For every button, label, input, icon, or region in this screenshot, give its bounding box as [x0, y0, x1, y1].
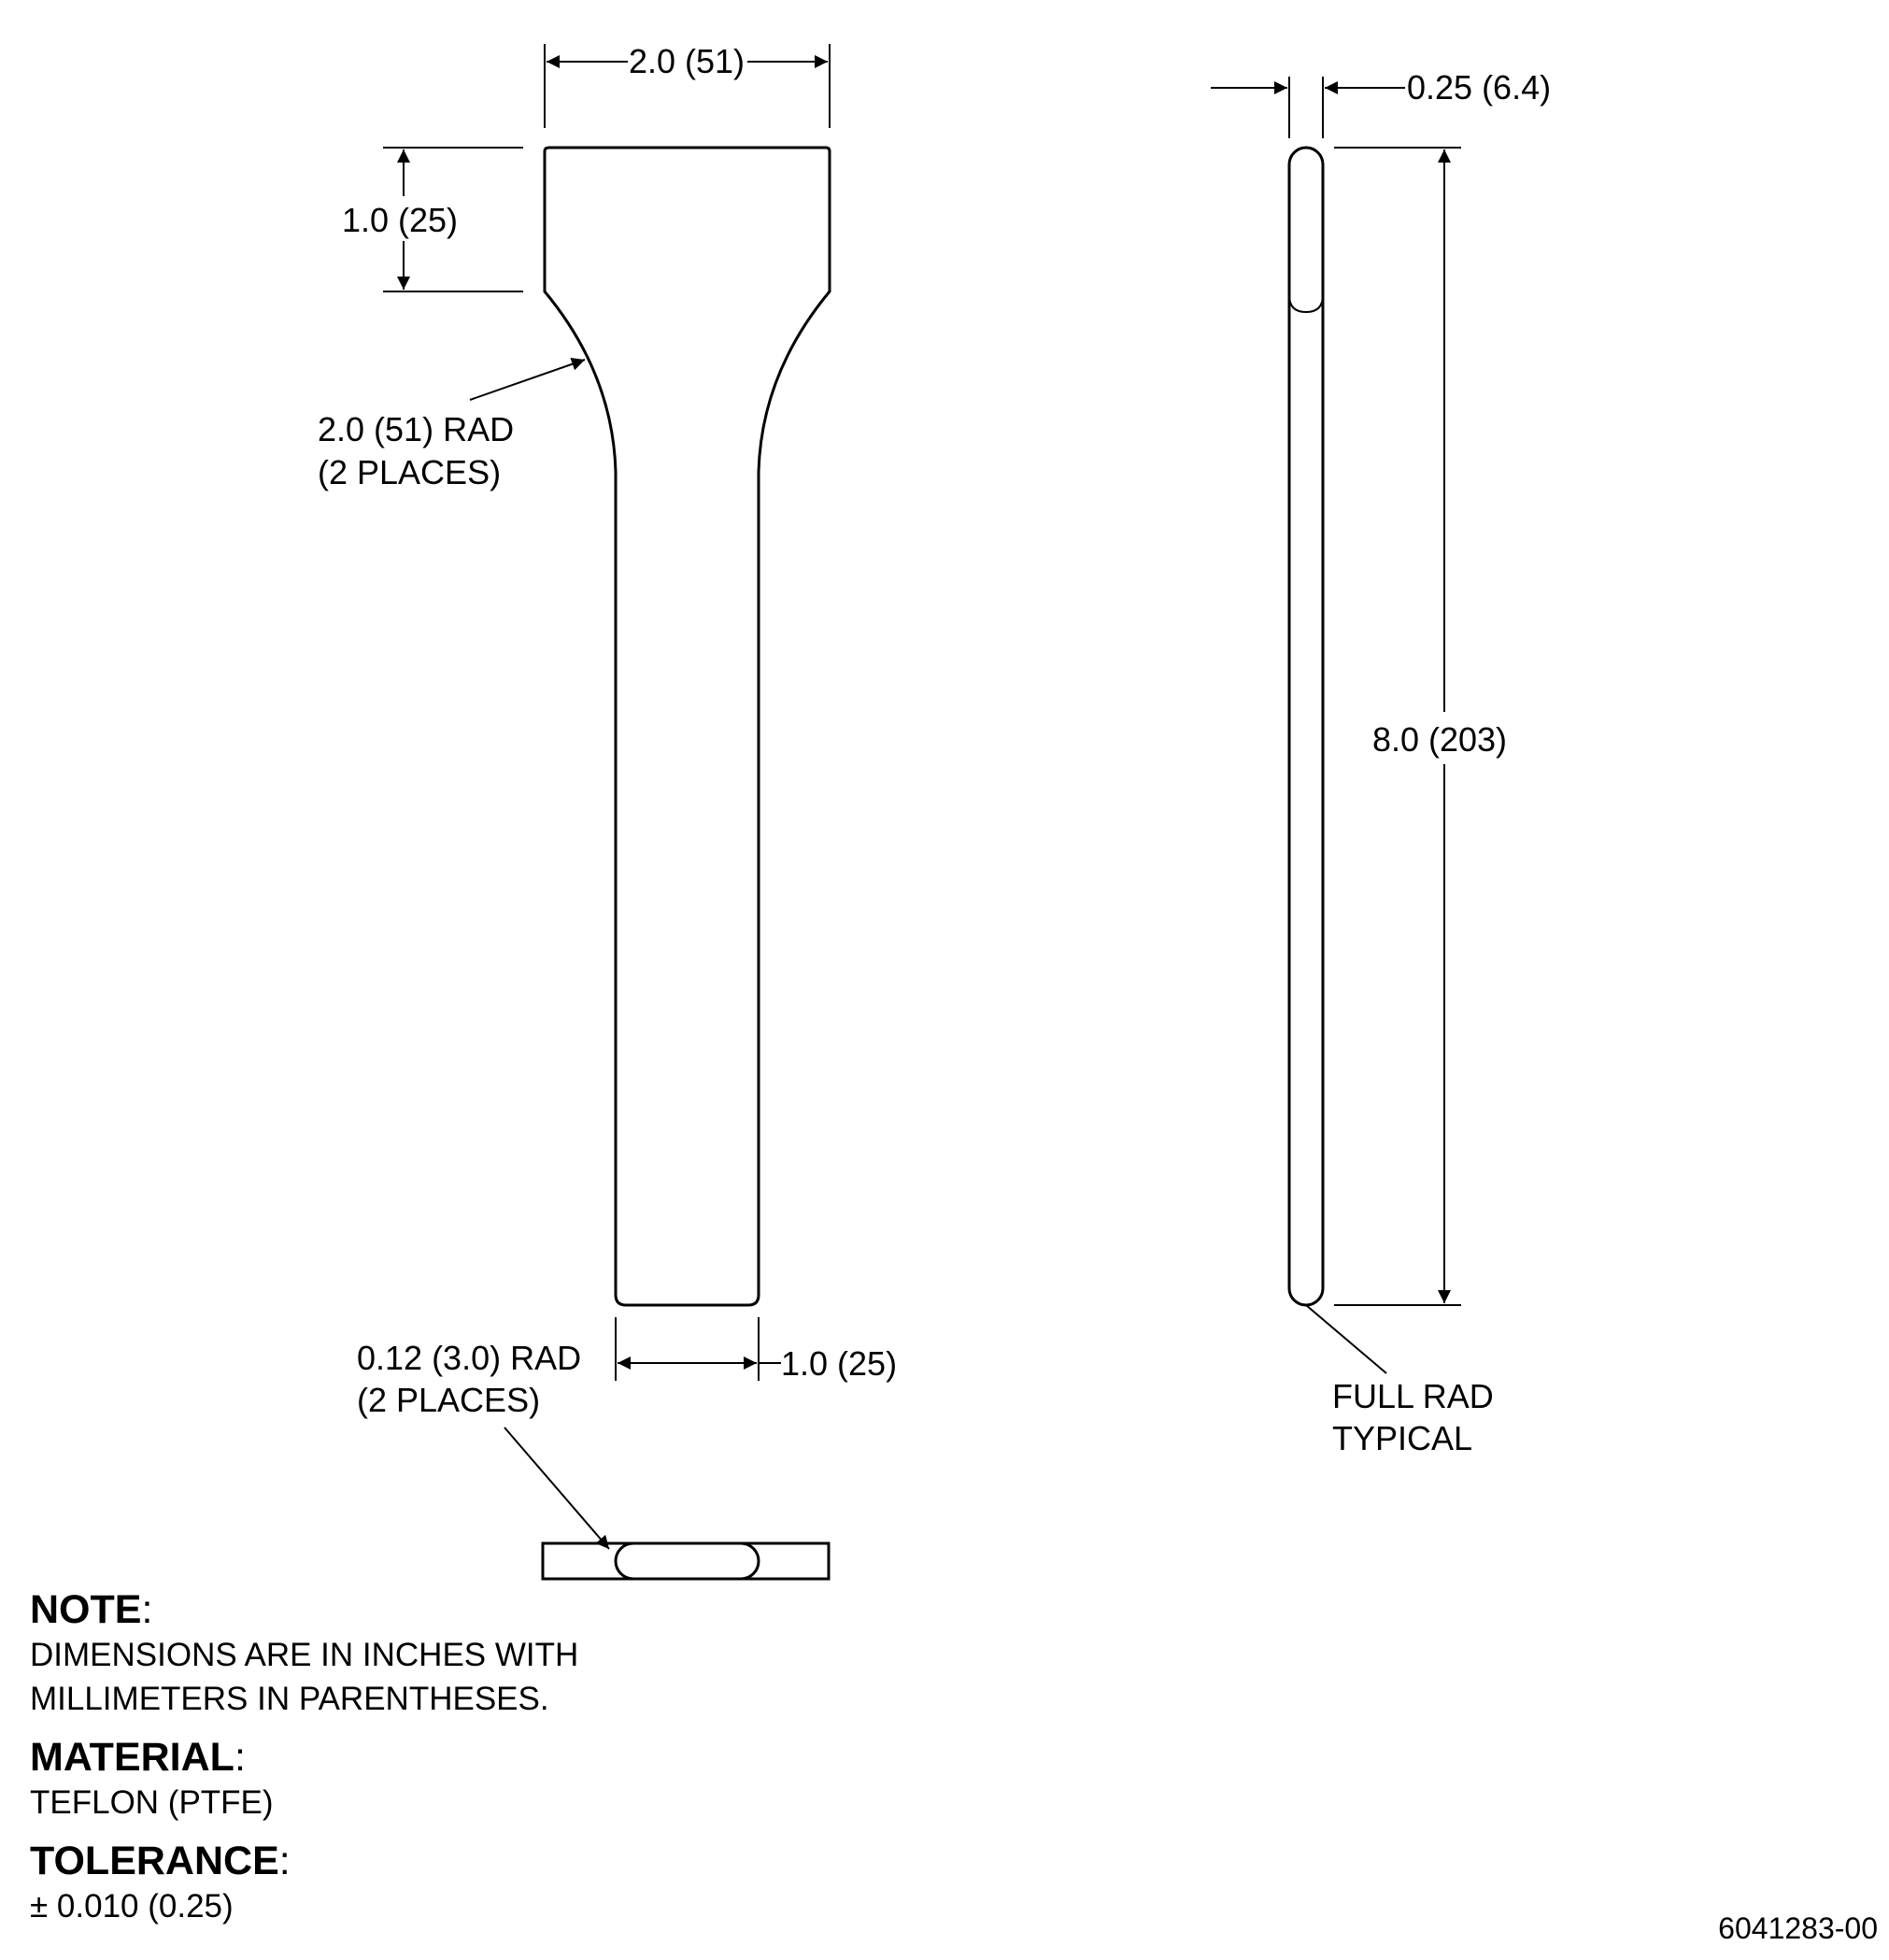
full-rad-leader	[1305, 1304, 1387, 1374]
tolerance-value: ± 0.010 (0.25)	[30, 1888, 234, 1924]
head-radius-label-line2: (2 PLACES)	[318, 453, 501, 491]
neck-width-label: 1.0 (25)	[781, 1344, 897, 1383]
bottom-section-rounded-profile	[614, 1541, 760, 1581]
specimen-front-outline	[543, 146, 831, 1307]
head-radius-leader	[469, 358, 586, 401]
drawing-number: 6041283-00	[1718, 1911, 1878, 1945]
bottom-section-rect	[541, 1541, 831, 1581]
length-label: 8.0 (203)	[1372, 720, 1507, 759]
head-radius-label-line1: 2.0 (51) RAD	[318, 410, 514, 448]
note-text-line2: MILLIMETERS IN PARENTHESES.	[30, 1681, 549, 1717]
tolerance-heading: TOLERANCE:	[30, 1839, 291, 1883]
note-heading: NOTE:	[30, 1587, 153, 1632]
material-heading: MATERIAL:	[30, 1735, 246, 1780]
specimen-side-outline	[1287, 146, 1325, 1307]
full-rad-label-line1: FULL RAD	[1332, 1377, 1494, 1415]
notes-block: NOTE: DIMENSIONS ARE IN INCHES WITH MILL…	[30, 1586, 578, 1928]
side-top-end-detail	[1288, 294, 1324, 314]
thickness-label: 0.25 (6.4)	[1407, 68, 1551, 107]
corner-radius-leader	[504, 1427, 610, 1550]
top-width-label: 2.0 (51)	[629, 42, 745, 80]
full-rad-label-line2: TYPICAL	[1332, 1419, 1472, 1457]
material-value: TEFLON (PTFE)	[30, 1784, 274, 1821]
note-text-line1: DIMENSIONS ARE IN INCHES WITH	[30, 1637, 579, 1673]
corner-radius-label-line2: (2 PLACES)	[357, 1381, 540, 1419]
corner-radius-label-line1: 0.12 (3.0) RAD	[357, 1339, 581, 1377]
head-height-label: 1.0 (25)	[342, 201, 458, 239]
